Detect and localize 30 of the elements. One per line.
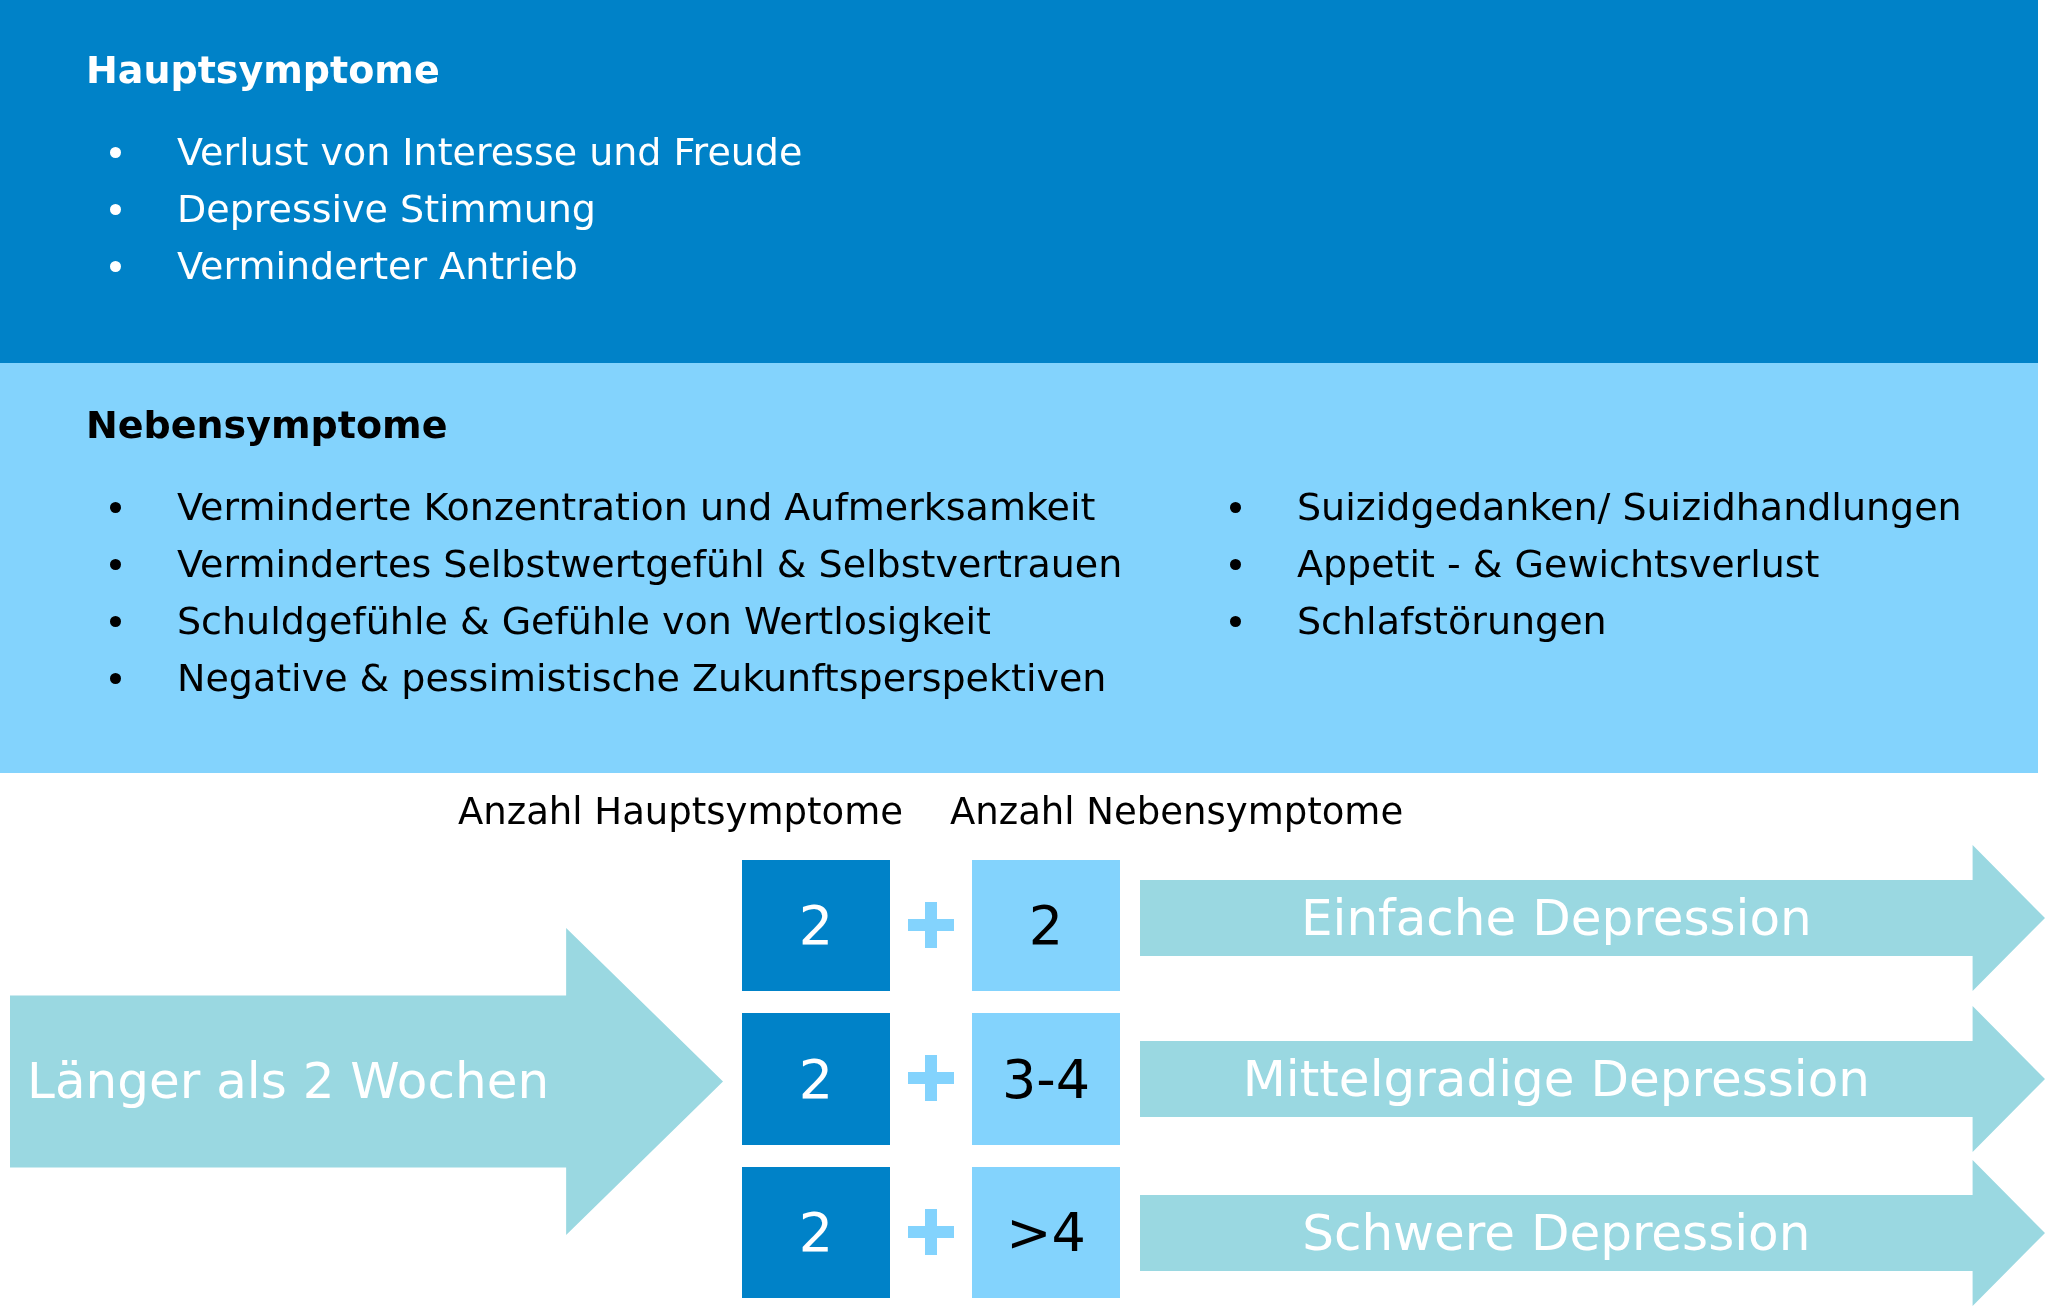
list-item-text: Verminderte Konzentration und Aufmerksamkeit — [177, 485, 1096, 529]
list-item-text: Vermindertes Selbstwertgefühl & Selbstvertrauen — [177, 542, 1123, 586]
column-heading: Anzahl Nebensymptome — [950, 790, 1404, 833]
pointed-banner — [1140, 845, 2045, 991]
list-item-text: Schuldgefühle & Gefühle von Wertlosigkeit — [177, 599, 991, 643]
column-heading: Anzahl Hauptsymptome — [458, 790, 903, 833]
number-box: 3-4 — [972, 1013, 1120, 1145]
panel — [0, 363, 2038, 773]
list-item-text: Appetit - & Gewichtsverlust — [1297, 542, 1820, 586]
number-box: >4 — [972, 1167, 1120, 1298]
number-box: 2 — [742, 860, 890, 991]
pointed-banner — [1140, 1006, 2045, 1152]
list-item-text: Suizidgedanken/ Suizidhandlungen — [1297, 485, 1962, 529]
panel-heading: Hauptsymptome — [86, 48, 440, 92]
banner-text: Länger als 2 Wochen — [26, 1051, 551, 1113]
list-item-text: Negative & pessimistische Zukunftsperspektiven — [177, 656, 1107, 700]
list-item-text: Verminderter Antrieb — [177, 244, 578, 288]
list-item-text: Schlafstörungen — [1297, 599, 1607, 643]
list-item-text: Depressive Stimmung — [177, 187, 596, 231]
banner-text: Mittelgradige Depression — [1241, 1049, 1871, 1110]
panel-heading: Nebensymptome — [86, 403, 448, 447]
pointed-banner — [10, 928, 723, 1235]
pointed-banner — [1140, 1160, 2045, 1306]
banner-text: Einfache Depression — [1299, 888, 1813, 949]
banner-text: Schwere Depression — [1301, 1203, 1812, 1264]
list-item-text: Verlust von Interesse und Freude — [177, 130, 803, 174]
number-box: 2 — [742, 1167, 890, 1298]
panel — [0, 0, 2038, 363]
number-box: 2 — [742, 1013, 890, 1145]
number-box: 2 — [972, 860, 1120, 991]
